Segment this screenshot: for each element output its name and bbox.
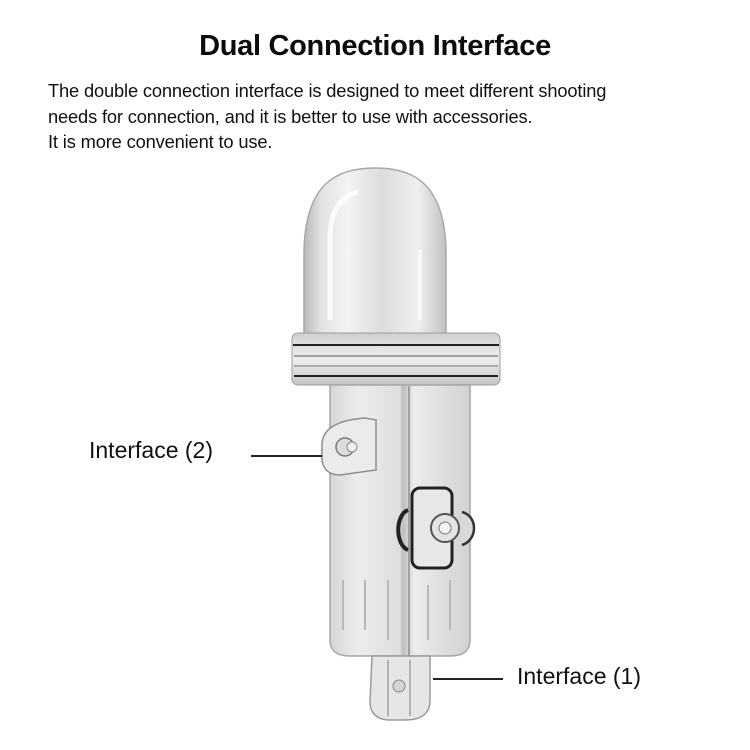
bottom-mount-interface-1	[369, 655, 431, 721]
page-title: Dual Connection Interface	[199, 30, 551, 62]
description-line: It is more convenient to use.	[48, 131, 273, 152]
description-line: needs for connection, and it is better t…	[48, 105, 533, 127]
description-line: The double connection interface is desig…	[48, 80, 607, 101]
callout-label-interface-1: Interface (1)	[517, 663, 641, 689]
side-mount-interface-2	[321, 417, 377, 476]
callout-leader-interface-2	[251, 455, 322, 457]
description: The double connection interface is desig…	[48, 78, 728, 155]
locking-buckle	[396, 486, 476, 570]
thread-ring	[291, 332, 501, 386]
callout-leader-interface-1	[433, 678, 503, 680]
callout-label-interface-2: Interface (2)	[89, 437, 213, 463]
dome-cover	[303, 167, 447, 336]
